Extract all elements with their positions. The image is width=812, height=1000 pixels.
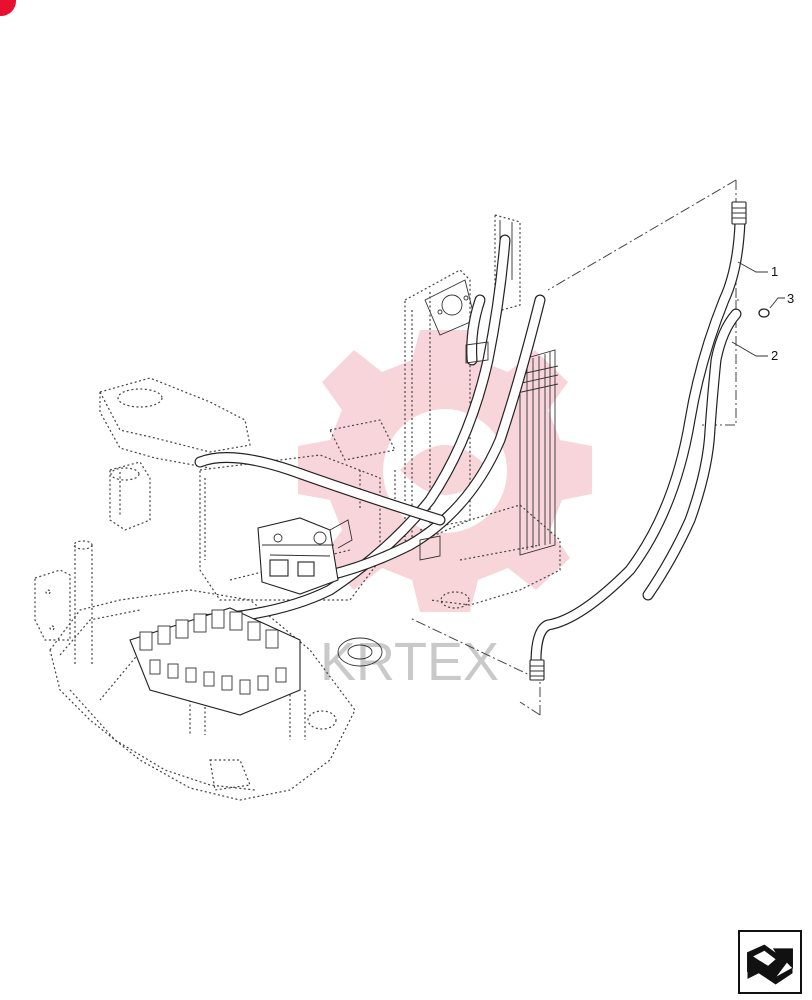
installed-hoses	[194, 234, 546, 626]
callout-1-label: 1	[771, 264, 778, 279]
part-1-hose[interactable]	[529, 201, 747, 681]
next-page-button[interactable]	[738, 930, 802, 994]
next-page-arrow-icon	[747, 944, 793, 985]
oil-cooler	[516, 349, 559, 556]
callout-2-label: 2	[771, 348, 778, 363]
part-2-hose[interactable]	[642, 308, 742, 601]
callout-3-label: 3	[787, 291, 794, 306]
control-valve-block	[129, 607, 383, 716]
callout-2: 2	[731, 341, 778, 363]
pump-assembly	[257, 517, 353, 595]
watermark-text: KRTEX	[320, 632, 499, 692]
callout-1: 1	[737, 261, 778, 279]
part-3-o-ring[interactable]	[758, 308, 770, 318]
callout-3: 3	[769, 291, 794, 309]
